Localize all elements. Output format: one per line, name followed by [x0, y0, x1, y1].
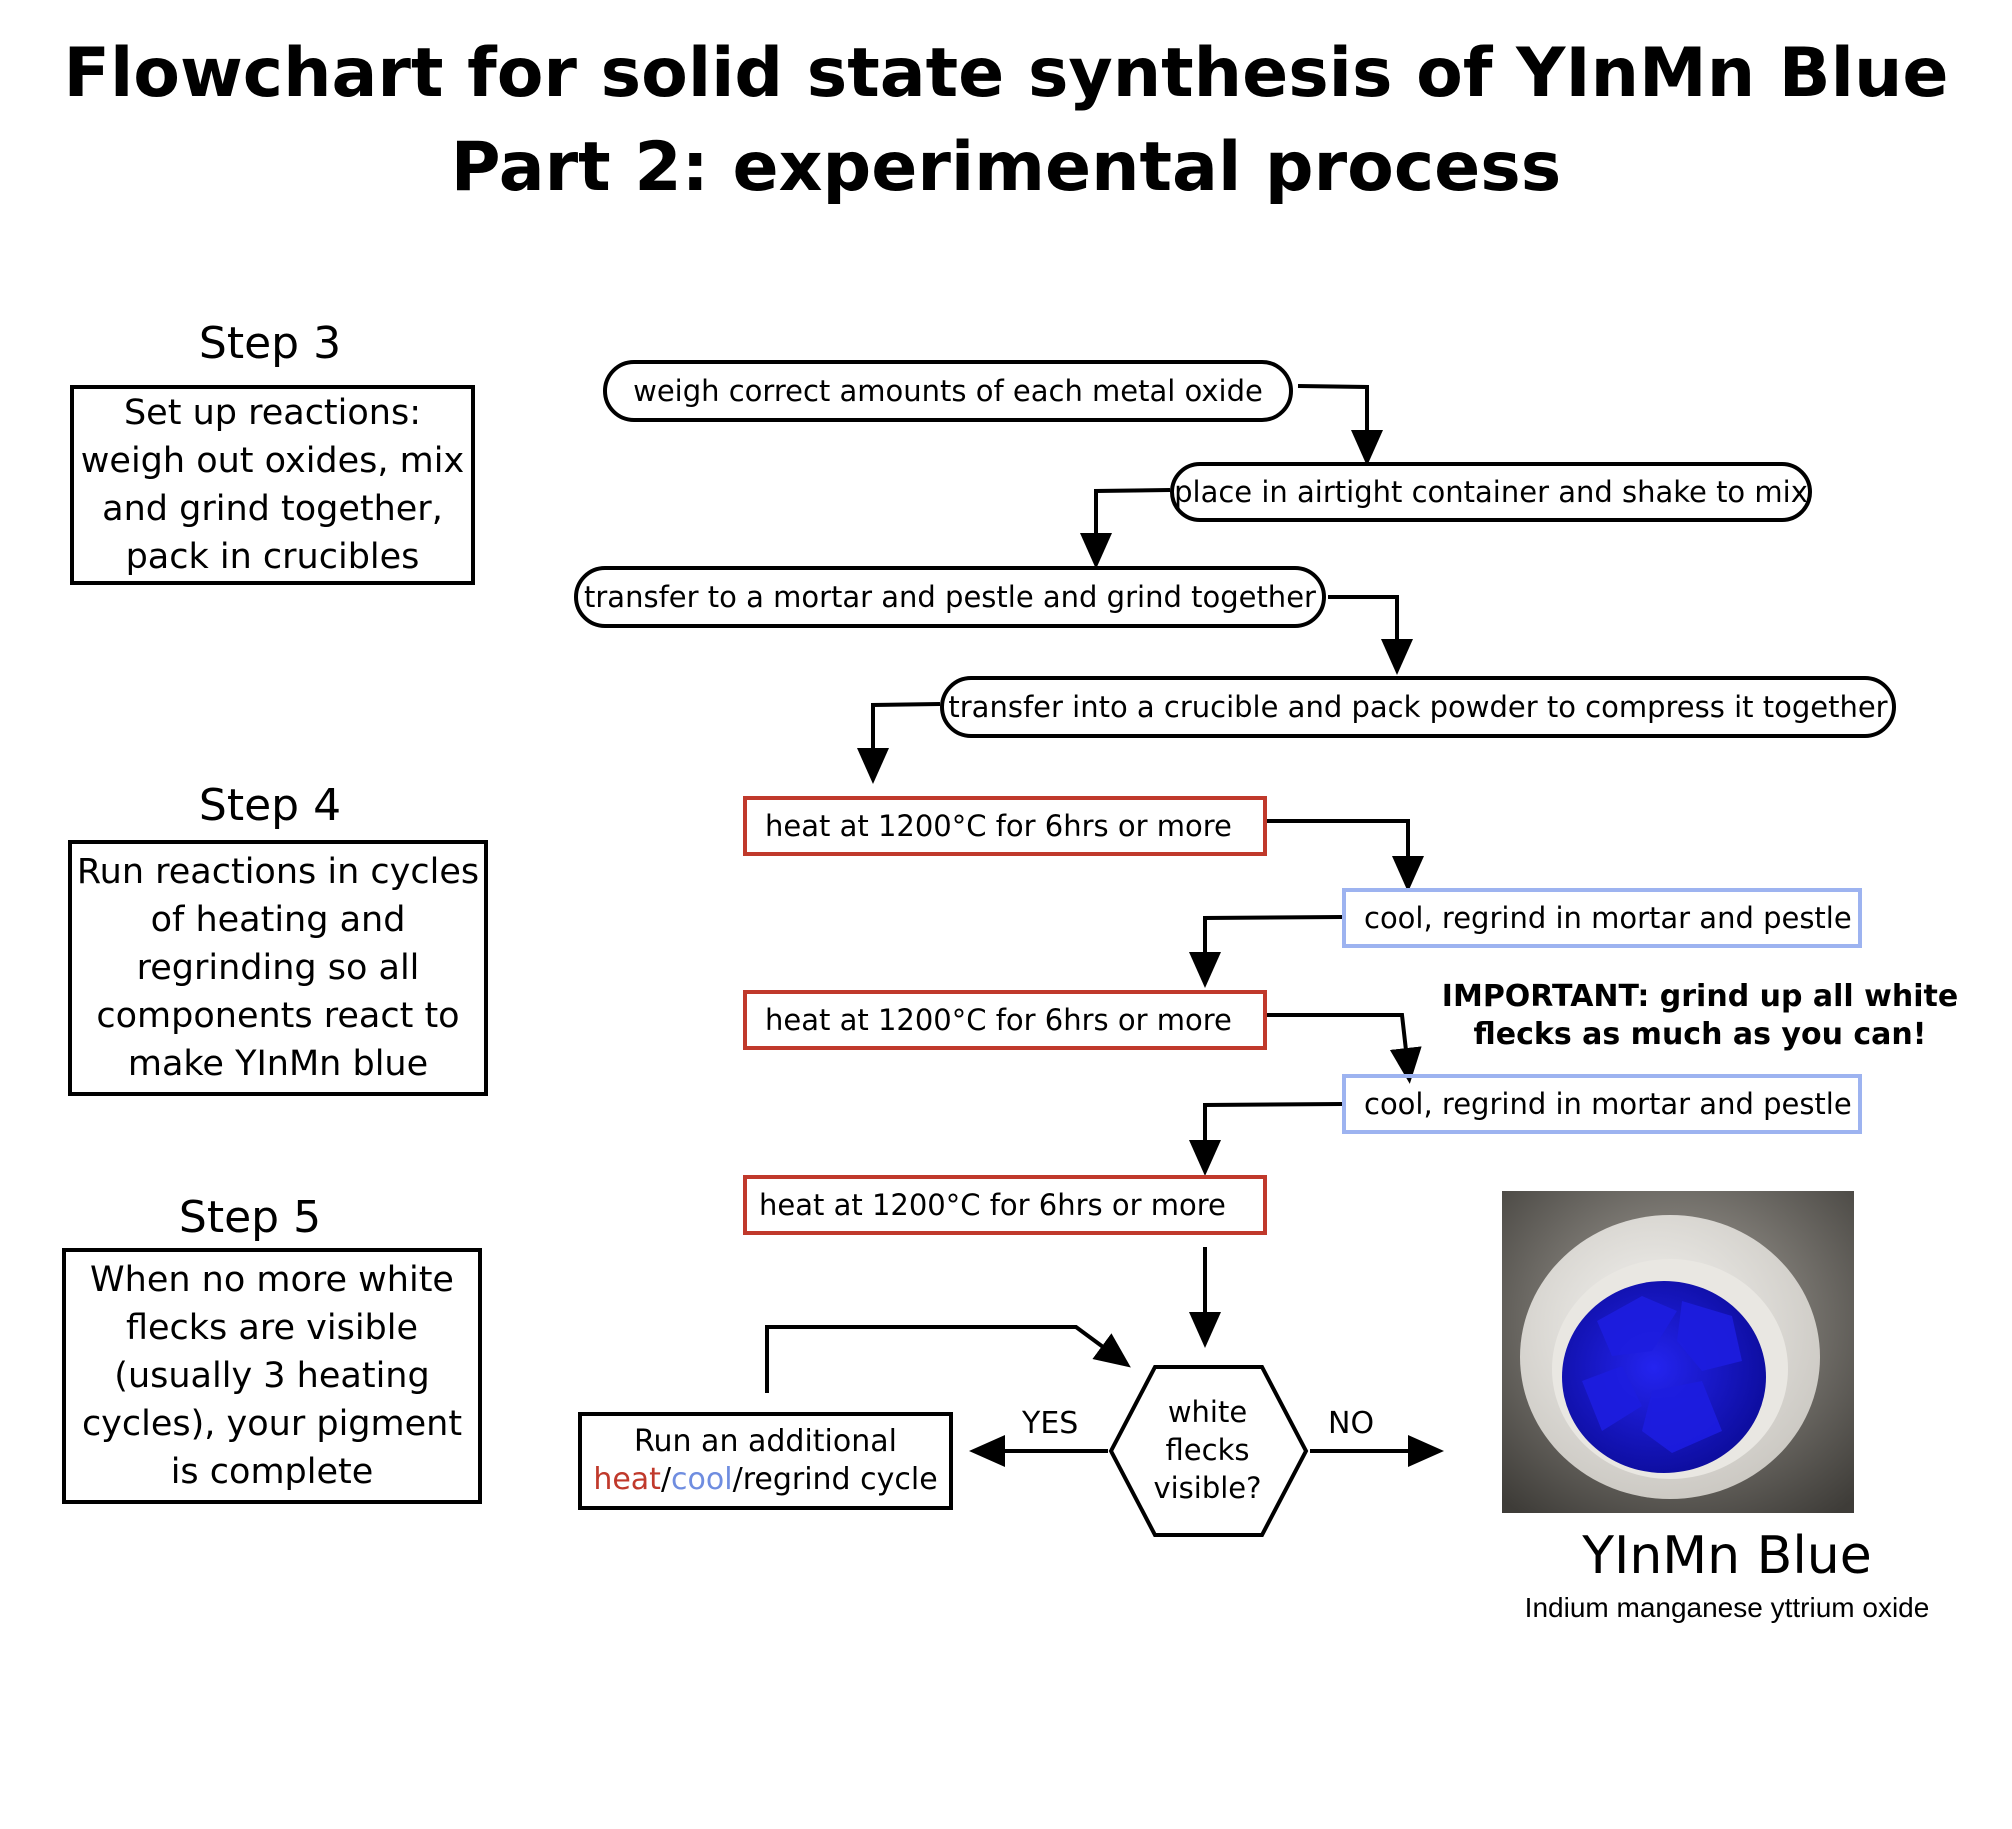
arrow-3 — [1328, 595, 1413, 675]
arrow-1 — [1297, 384, 1383, 466]
step-3-text: Set up reactions: weigh out oxides, mix … — [80, 393, 465, 577]
cycle-slash: / — [660, 1462, 672, 1497]
decision-hexagon — [1108, 1365, 1309, 1537]
flow-step-pack-label: transfer into a crucible and pack powder… — [948, 690, 1888, 724]
heat-step-2-label: heat at 1200°C for 6hrs or more — [765, 1003, 1232, 1037]
title-line-1: Flowchart for solid state synthesis of Y… — [63, 34, 1949, 113]
flow-step-grind-label: transfer to a mortar and pestle and grin… — [584, 580, 1316, 614]
flow-step-grind: transfer to a mortar and pestle and grin… — [574, 566, 1326, 628]
flow-step-shake: place in airtight container and shake to… — [1170, 462, 1812, 522]
additional-cycle-box: Run an additional heat/cool/regrind cycl… — [578, 1412, 953, 1510]
step-5-box: When no more white flecks are visible (u… — [62, 1248, 482, 1504]
cool-step-1-label: cool, regrind in mortar and pestle — [1364, 901, 1852, 935]
flow-step-weigh-label: weigh correct amounts of each metal oxid… — [633, 374, 1263, 408]
heat-step-1-label: heat at 1200°C for 6hrs or more — [765, 809, 1232, 843]
step-3-label: Step 3 — [198, 318, 342, 369]
flow-step-shake-label: place in airtight container and shake to… — [1174, 475, 1808, 509]
decision-label: white flecks visible? — [1153, 1395, 1262, 1505]
cool-step-2: cool, regrind in mortar and pestle — [1342, 1074, 1862, 1134]
step-4-box: Run reactions in cycles of heating and r… — [68, 840, 488, 1096]
cycle-cool-word: cool — [671, 1462, 733, 1497]
step-3-box: Set up reactions: weigh out oxides, mix … — [70, 385, 475, 585]
arrow-7 — [1267, 1013, 1422, 1084]
arrow-5 — [1267, 819, 1424, 892]
yes-label: YES — [1022, 1406, 1079, 1441]
flow-step-pack: transfer into a crucible and pack powder… — [940, 676, 1896, 738]
arrow-loop — [765, 1325, 1131, 1393]
no-label: NO — [1328, 1406, 1375, 1441]
heat-step-3-label: heat at 1200°C for 6hrs or more — [759, 1188, 1226, 1222]
arrow-4 — [857, 702, 941, 784]
additional-cycle-line-1: Run an additional — [634, 1424, 897, 1459]
step-4-label: Step 4 — [198, 780, 342, 831]
cool-step-2-label: cool, regrind in mortar and pestle — [1364, 1087, 1852, 1121]
arrow-8 — [1189, 1102, 1343, 1176]
cool-step-1: cool, regrind in mortar and pestle — [1342, 888, 1862, 948]
product-name: YInMn Blue — [1582, 1526, 1872, 1586]
step-4-text: Run reactions in cycles of heating and r… — [76, 852, 480, 1084]
step-5-label: Step 5 — [178, 1192, 322, 1243]
title-line-2: Part 2: experimental process — [450, 128, 1562, 207]
arrow-2 — [1080, 488, 1171, 569]
flow-step-weigh: weigh correct amounts of each metal oxid… — [603, 360, 1293, 422]
important-note: IMPORTANT: grind up all white flecks as … — [1441, 979, 1959, 1052]
additional-cycle-line-2: heat/cool/regrind cycle — [582, 1461, 949, 1499]
product-subtitle: Indium manganese yttrium oxide — [1524, 1592, 1930, 1623]
heat-step-2: heat at 1200°C for 6hrs or more — [743, 990, 1267, 1050]
heat-step-1: heat at 1200°C for 6hrs or more — [743, 796, 1267, 856]
heat-step-3: heat at 1200°C for 6hrs or more — [743, 1175, 1267, 1235]
cycle-rest: /regrind cycle — [732, 1462, 938, 1497]
arrow-6 — [1189, 915, 1343, 988]
crucible-with-blue-pigment-photo — [1502, 1191, 1854, 1513]
step-5-text: When no more white flecks are visible (u… — [81, 1260, 463, 1492]
cycle-heat-word: heat — [593, 1462, 661, 1497]
